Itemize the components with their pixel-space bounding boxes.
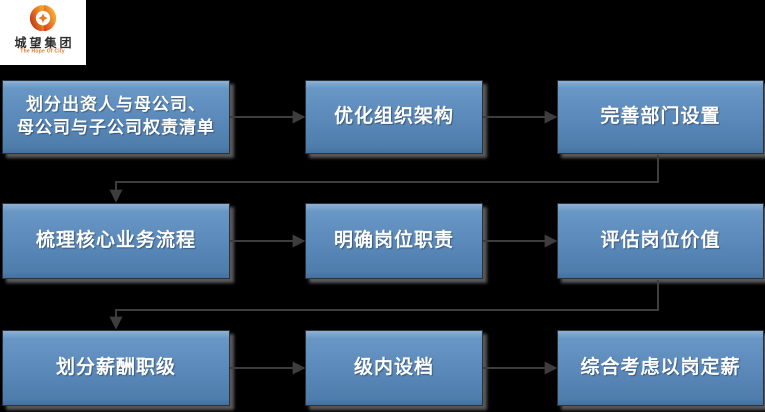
flow-box-define-responsibility-list: 划分出资人与母公司、 母公司与子公司权责清单	[2, 80, 230, 154]
flow-box-improve-department-setup: 完善部门设置	[557, 80, 764, 154]
flow-box-label: 级内设档	[353, 357, 434, 379]
flow-box-label: 划分薪酬职级	[55, 357, 176, 379]
flow-box-label: 划分出资人与母公司、 母公司与子公司权责清单	[17, 95, 215, 137]
flow-box-label: 明确岗位职责	[333, 230, 454, 252]
company-logo: 城望集团 The Hope Of City	[0, 0, 86, 65]
logo-tagline: The Hope Of City	[20, 48, 66, 54]
flow-box-sort-core-business-process: 梳理核心业务流程	[2, 203, 230, 279]
flow-box-label: 综合考虑以岗定薪	[580, 357, 741, 379]
arrow-r1-box3-to-r2-box1	[109, 155, 659, 203]
flow-box-clarify-job-duties: 明确岗位职责	[305, 203, 483, 279]
flow-box-label: 梳理核心业务流程	[35, 230, 196, 252]
flow-box-set-bands-within-grade: 级内设档	[305, 330, 483, 406]
swirl-flame-icon	[29, 5, 57, 32]
flow-box-label: 评估岗位价值	[600, 230, 721, 252]
flow-box-label: 完善部门设置	[600, 106, 721, 128]
flow-box-divide-salary-grades: 划分薪酬职级	[2, 330, 230, 406]
flow-box-evaluate-position-value: 评估岗位价值	[557, 203, 764, 279]
flow-box-optimize-org-structure: 优化组织架构	[305, 80, 483, 154]
logo-company-name: 城望集团	[14, 36, 75, 50]
arrow-r2-box3-to-r3-box1	[109, 280, 659, 330]
flow-box-pay-by-position: 综合考虑以岗定薪	[557, 330, 764, 406]
flow-box-label: 优化组织架构	[333, 106, 454, 128]
